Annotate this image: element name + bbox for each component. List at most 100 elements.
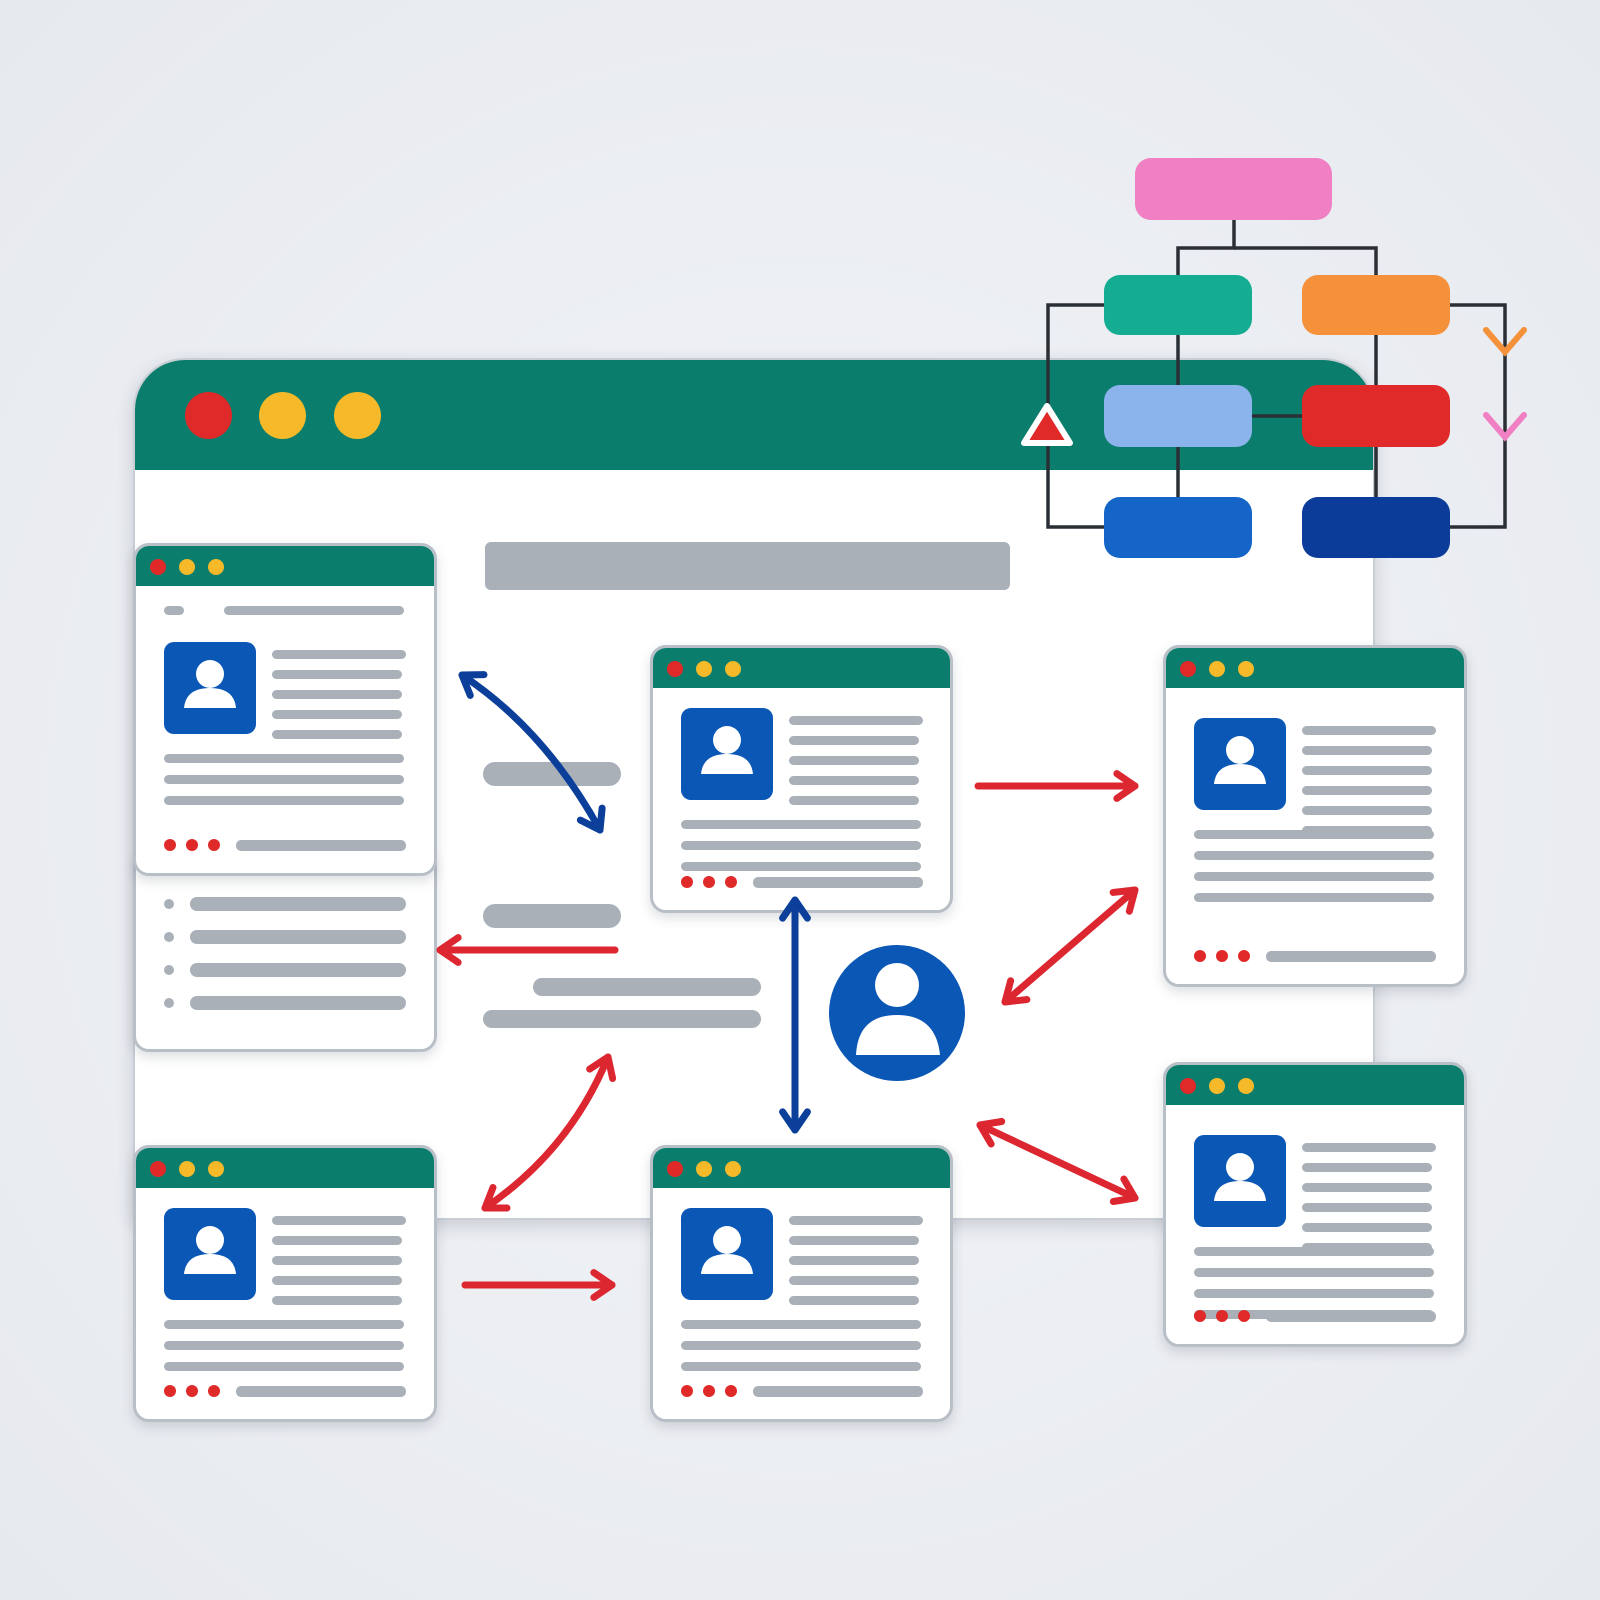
text-line: [1302, 806, 1432, 815]
text-line: [789, 1276, 919, 1285]
user-icon: [1214, 736, 1266, 784]
minimize-dot[interactable]: [696, 661, 712, 677]
list-line: [190, 963, 406, 977]
status-dot: [1216, 1310, 1228, 1322]
flowchart-node-teal: [1104, 275, 1252, 335]
bullet-dot: [164, 965, 174, 975]
card-titlebar: [653, 1148, 950, 1188]
arrowhead: [1109, 886, 1139, 915]
user-icon: [701, 1226, 753, 1274]
status-dot: [164, 1385, 176, 1397]
footer-line: [1266, 951, 1436, 962]
text-placeholder: [483, 762, 621, 786]
card-titlebar: [136, 546, 434, 586]
maximize-dot[interactable]: [1238, 661, 1254, 677]
close-dot[interactable]: [667, 1161, 683, 1177]
bullet-dot: [164, 932, 174, 942]
profile-card-bottom-center: [650, 1145, 953, 1422]
close-dot[interactable]: [185, 392, 232, 439]
text-line: [681, 1362, 921, 1371]
text-line: [789, 756, 919, 765]
text-line: [164, 1320, 404, 1329]
maximize-dot[interactable]: [334, 392, 381, 439]
arrowhead: [779, 1108, 811, 1134]
text-line: [789, 776, 919, 785]
maximize-dot[interactable]: [1238, 1078, 1254, 1094]
status-dot: [703, 876, 715, 888]
maximize-dot[interactable]: [725, 1161, 741, 1177]
text-line: [1194, 1289, 1434, 1298]
flowchart-connector: [1176, 220, 1236, 275]
status-dot: [186, 1385, 198, 1397]
avatar: [681, 1208, 773, 1300]
close-dot[interactable]: [1180, 1078, 1196, 1094]
minimize-dot[interactable]: [1209, 1078, 1225, 1094]
status-dot: [681, 876, 693, 888]
text-line: [272, 1276, 402, 1285]
arrowhead: [1001, 977, 1031, 1006]
chevron-down-icon: [1483, 327, 1527, 357]
footer-line: [753, 1386, 923, 1397]
text-line: [789, 796, 919, 805]
text-line: [1302, 1203, 1432, 1212]
user-icon-body: [856, 1015, 940, 1055]
footer-line: [753, 877, 923, 888]
close-dot[interactable]: [1180, 661, 1196, 677]
bidirectional-arrow: [976, 1121, 1139, 1202]
text-line: [1302, 1143, 1436, 1152]
text-line: [1302, 726, 1436, 735]
card-titlebar: [653, 648, 950, 688]
bullet-dot: [164, 899, 174, 909]
profile-card-center: [650, 645, 953, 913]
list-panel: [133, 850, 437, 1052]
user-icon: [184, 660, 236, 708]
flowchart-node-blue: [1104, 497, 1252, 558]
text-line: [789, 1236, 919, 1245]
text-line: [1194, 893, 1434, 902]
user-icon: [184, 1226, 236, 1274]
close-dot[interactable]: [150, 1161, 166, 1177]
minimize-dot[interactable]: [179, 559, 195, 575]
text-line: [224, 606, 404, 615]
minimize-dot[interactable]: [179, 1161, 195, 1177]
status-dot: [1238, 950, 1250, 962]
chevron-down-icon: [1483, 412, 1527, 442]
text-line: [681, 841, 921, 850]
main-window-titlebar: [135, 360, 1373, 470]
flowchart-connector: [1234, 246, 1378, 275]
status-dot: [703, 1385, 715, 1397]
text-line: [272, 730, 402, 739]
text-line: [164, 775, 404, 784]
minimize-dot[interactable]: [259, 392, 306, 439]
avatar: [1194, 1135, 1286, 1227]
text-line: [1194, 872, 1434, 881]
status-dot: [208, 1385, 220, 1397]
list-line: [190, 897, 406, 911]
minimize-dot[interactable]: [696, 1161, 712, 1177]
status-dot: [208, 839, 220, 851]
profile-card-right-bottom: [1163, 1062, 1467, 1347]
text-line: [1194, 1247, 1434, 1256]
maximize-dot[interactable]: [208, 1161, 224, 1177]
bullet-dot: [164, 998, 174, 1008]
arrowhead: [590, 1269, 616, 1301]
maximize-dot[interactable]: [725, 661, 741, 677]
text-line: [164, 1362, 404, 1371]
user-icon-head: [875, 963, 919, 1007]
minimize-dot[interactable]: [1209, 661, 1225, 677]
flowchart-node-orange: [1302, 275, 1450, 335]
close-dot[interactable]: [150, 559, 166, 575]
arrowhead: [481, 1184, 511, 1212]
text-placeholder: [483, 904, 621, 928]
list-line: [190, 996, 406, 1010]
text-line: [164, 1341, 404, 1350]
text-line: [1194, 851, 1434, 860]
arrowhead: [576, 804, 606, 834]
close-dot[interactable]: [667, 661, 683, 677]
flowchart-node-light-blue: [1104, 385, 1252, 447]
card-titlebar: [1166, 1065, 1464, 1105]
maximize-dot[interactable]: [208, 559, 224, 575]
text-line: [272, 670, 402, 679]
status-dot: [725, 876, 737, 888]
